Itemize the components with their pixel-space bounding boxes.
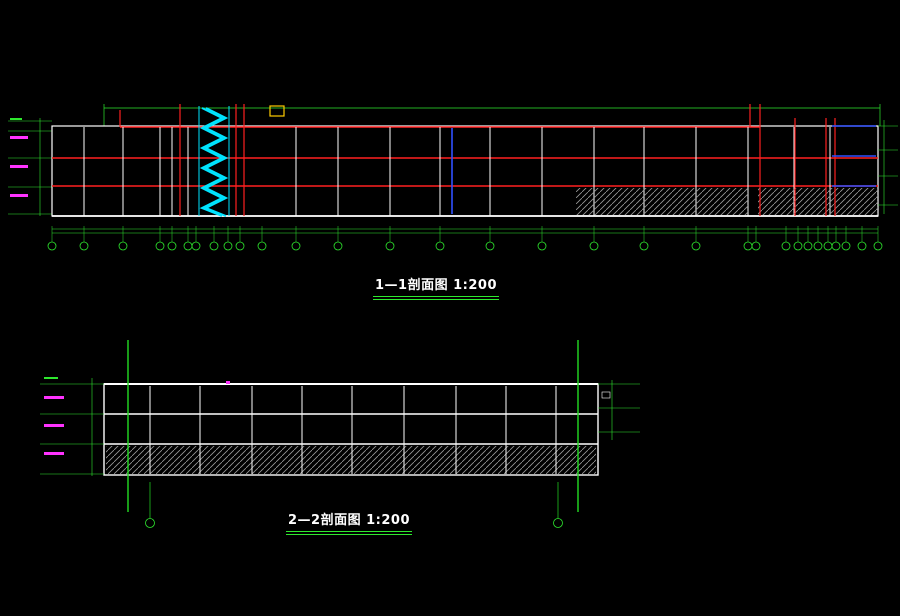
axis-bubble xyxy=(333,241,343,251)
section-2-2 xyxy=(40,340,640,528)
axis-bubble xyxy=(47,241,57,251)
axis-bubble xyxy=(589,241,599,251)
axis-bubble xyxy=(691,241,701,251)
axis-bubble xyxy=(257,241,267,251)
building-outline-1 xyxy=(51,125,879,217)
floor-slabs-1 xyxy=(52,126,878,187)
axis-bubble xyxy=(485,241,495,251)
axis-bubble xyxy=(873,241,883,251)
section-title-1-1: 1—1剖面图 1:200 xyxy=(373,274,499,300)
axis-bubble xyxy=(235,241,245,251)
axis-bubble xyxy=(841,241,851,251)
axis-bubble xyxy=(167,241,177,251)
axis-bubble xyxy=(803,241,813,251)
dimension-lines-1 xyxy=(52,228,878,234)
blue-accents-1 xyxy=(451,125,876,214)
stair-core xyxy=(198,106,230,217)
axis-bubble xyxy=(385,241,395,251)
axis-bubble xyxy=(793,241,803,251)
axis-bubble-2-left xyxy=(145,518,155,528)
hatch-zone-1b xyxy=(758,188,878,215)
right-elevation-markers-1 xyxy=(878,120,898,214)
axis-bubble xyxy=(191,241,201,251)
axis-bubble xyxy=(291,241,301,251)
axis-bubble xyxy=(209,241,219,251)
roof-parapets-1 xyxy=(119,104,836,216)
hatch-zone-1a xyxy=(576,188,748,215)
axis-bubble xyxy=(155,241,165,251)
axis-bubble xyxy=(857,241,867,251)
axis-bubble xyxy=(537,241,547,251)
axis-bubble xyxy=(781,241,791,251)
axis-bubble xyxy=(118,241,128,251)
section-1-1 xyxy=(8,104,898,251)
columns-2 xyxy=(149,386,557,474)
section-title-text: 2—2剖面图 1:200 xyxy=(288,513,410,528)
axis-bubble-2-right xyxy=(553,518,563,528)
left-elevation-markers-2 xyxy=(40,377,104,476)
axis-bubble xyxy=(223,241,233,251)
axis-bubble xyxy=(751,241,761,251)
building-outline-2 xyxy=(103,383,599,476)
axis-bubble xyxy=(183,241,193,251)
left-elevation-markers-1 xyxy=(8,118,52,216)
axis-bubble xyxy=(639,241,649,251)
hatch-zone-2 xyxy=(106,446,596,474)
axis-bubble xyxy=(823,241,833,251)
axis-bubble xyxy=(743,241,753,251)
axis-bubbles-1 xyxy=(47,226,883,251)
right-elevation-markers-2 xyxy=(598,380,640,440)
axis-bubble xyxy=(435,241,445,251)
axis-bubble xyxy=(831,241,841,251)
axis-lines-2 xyxy=(127,340,579,518)
section-title-text: 1—1剖面图 1:200 xyxy=(375,278,497,293)
axis-bubble xyxy=(813,241,823,251)
section-title-2-2: 2—2剖面图 1:200 xyxy=(286,509,412,535)
axis-bubble xyxy=(79,241,89,251)
